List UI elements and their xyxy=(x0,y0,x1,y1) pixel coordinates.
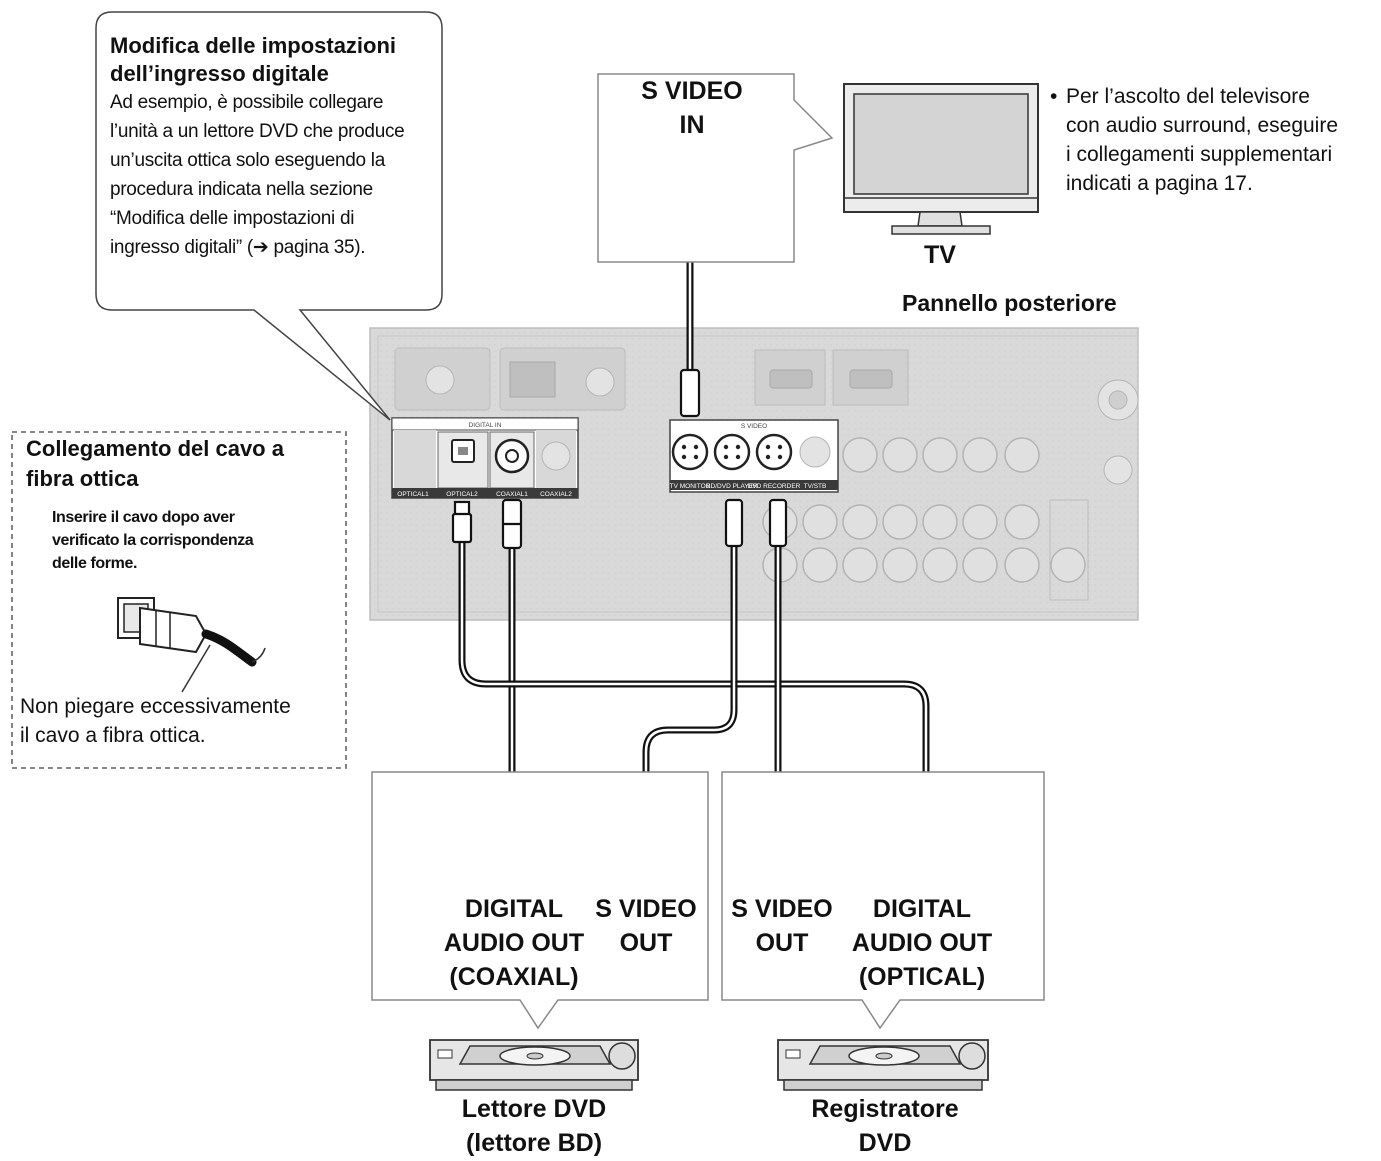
dvd-player-bubble xyxy=(371,771,709,1030)
player-digital-out-line: AUDIO OUT xyxy=(443,929,585,957)
dvd-player-label: Lettore DVD (lettore BD) xyxy=(420,1092,648,1160)
fiber-instructions: Inserire il cavo dopo aver verificato la… xyxy=(52,506,312,575)
callout-text: Modifica delle impostazioni dell’ingress… xyxy=(110,32,440,262)
dvd-recorder-label: DVD RECORDER xyxy=(748,483,801,490)
player-digital-out-label: DIGITAL AUDIO OUT (COAXIAL) xyxy=(430,892,598,994)
fiber-plug-illustration xyxy=(117,597,266,693)
callout-title-line1: Modifica delle impostazioni xyxy=(110,33,397,58)
fiber-optic-box xyxy=(11,431,347,769)
tv-note-line: Per l’ascolto del televisore xyxy=(1066,85,1310,108)
callout-body-line: l’unità a un lettore DVD che produce xyxy=(110,121,405,142)
recorder-svideo-out-line: S VIDEO xyxy=(731,895,833,923)
svideo-dvd-recorder-jack xyxy=(755,433,793,471)
tv-note-line: indicati a pagina 17. xyxy=(1066,172,1253,195)
fiber-warning: Non piegare eccessivamente il cavo a fib… xyxy=(20,692,340,750)
callout-body-line: Ad esempio, è possibile collegare xyxy=(110,92,384,113)
coaxial2-label: COAXIAL2 xyxy=(540,491,572,498)
dvd-player-label-line: Lettore DVD xyxy=(461,1095,607,1123)
dvd-recorder-bubble xyxy=(721,771,1045,1030)
fiber-instruction-line: verificato la corrispondenza xyxy=(52,532,254,549)
fiber-instruction-line: delle forme. xyxy=(52,555,138,572)
recorder-svideo-out-line: OUT xyxy=(755,929,809,957)
tv-monitor-label: TV MONITOR xyxy=(670,483,711,490)
fiber-instruction-line: Inserire il cavo dopo aver xyxy=(52,509,235,526)
dvd-recorder-label-line: Registratore xyxy=(811,1095,959,1123)
tv-note-line: con audio surround, eseguire xyxy=(1066,114,1339,137)
fiber-box-title: Collegamento del cavo a fibra ottica xyxy=(26,434,342,494)
fiber-warning-line: Non piegare eccessivamente xyxy=(20,695,291,718)
tv-stb-label: TV/STB xyxy=(804,483,827,490)
dvd-player-icon xyxy=(429,1039,639,1091)
player-digital-out-line: (COAXIAL) xyxy=(449,963,579,991)
dvd-player-label-line: (lettore BD) xyxy=(465,1129,603,1157)
s-video-panel-label: S VIDEO xyxy=(741,423,767,430)
callout-title-line2: dell’ingresso digitale xyxy=(110,61,329,86)
callout-body-line: un’uscita ottica solo eseguendo la xyxy=(110,150,385,171)
player-svideo-out-line: OUT xyxy=(619,929,673,957)
tv-svideo-bubble xyxy=(597,73,834,263)
svideo-bd-dvd-player-jack xyxy=(713,433,751,471)
callout-body-line: ingresso digitali” (➔ pagina 35). xyxy=(110,237,366,258)
bd-dvd-player-label: BD/DVD PLAYER xyxy=(706,483,758,490)
callout-body-line: “Modifica delle impostazioni di xyxy=(110,208,355,229)
recorder-digital-out-line: AUDIO OUT xyxy=(851,929,993,957)
tv-icon xyxy=(843,83,1039,235)
tv-svideo-in-line1: S VIDEO xyxy=(641,77,743,105)
s-video-block: S VIDEO TV MONITOR BD/DVD PLAYER DVD REC… xyxy=(669,419,839,493)
dvd-recorder-label: Registratore DVD xyxy=(780,1092,990,1160)
player-svideo-out-line: S VIDEO xyxy=(595,895,697,923)
bullet-icon: • xyxy=(1050,85,1058,108)
tv-note-line: i collegamenti supplementari xyxy=(1066,143,1333,166)
recorder-digital-out-line: (OPTICAL) xyxy=(858,963,986,991)
callout-bubble xyxy=(95,11,443,421)
recorder-digital-out-line: DIGITAL xyxy=(872,895,972,923)
player-svideo-out-label: S VIDEO OUT xyxy=(586,892,706,960)
svideo-tv-monitor-jack xyxy=(671,433,709,471)
optical1-label: OPTICAL1 xyxy=(397,491,429,498)
recorder-digital-out-label: DIGITAL AUDIO OUT (OPTICAL) xyxy=(836,892,1008,994)
digital-in-label: DIGITAL IN xyxy=(469,422,502,429)
tv-svideo-in-line2: IN xyxy=(679,111,705,139)
fiber-title-line1: Collegamento del cavo a xyxy=(26,436,284,461)
optical2-label: OPTICAL2 xyxy=(446,491,478,498)
coaxial1-label: COAXIAL1 xyxy=(496,491,528,498)
digital-in-block: DIGITAL IN OPTICAL1 OPTICAL2 COAXIAL1 CO… xyxy=(391,417,579,499)
fiber-warning-line: il cavo a fibra ottica. xyxy=(20,724,206,747)
tv-svideo-in-label: S VIDEO IN xyxy=(612,74,772,142)
dvd-recorder-icon xyxy=(777,1039,989,1091)
cables xyxy=(458,228,930,812)
rear-panel-label: Pannello posteriore xyxy=(902,290,1117,316)
tv-note: • Per l’ascolto del televisore con audio… xyxy=(1048,82,1378,198)
recorder-svideo-out-label: S VIDEO OUT xyxy=(722,892,842,960)
callout-body-line: procedura indicata nella sezione xyxy=(110,179,373,200)
tv-label: TV xyxy=(924,241,956,269)
fiber-title-line2: fibra ottica xyxy=(26,466,139,491)
player-digital-out-line: DIGITAL xyxy=(464,895,564,923)
dvd-recorder-label-line: DVD xyxy=(858,1129,912,1157)
